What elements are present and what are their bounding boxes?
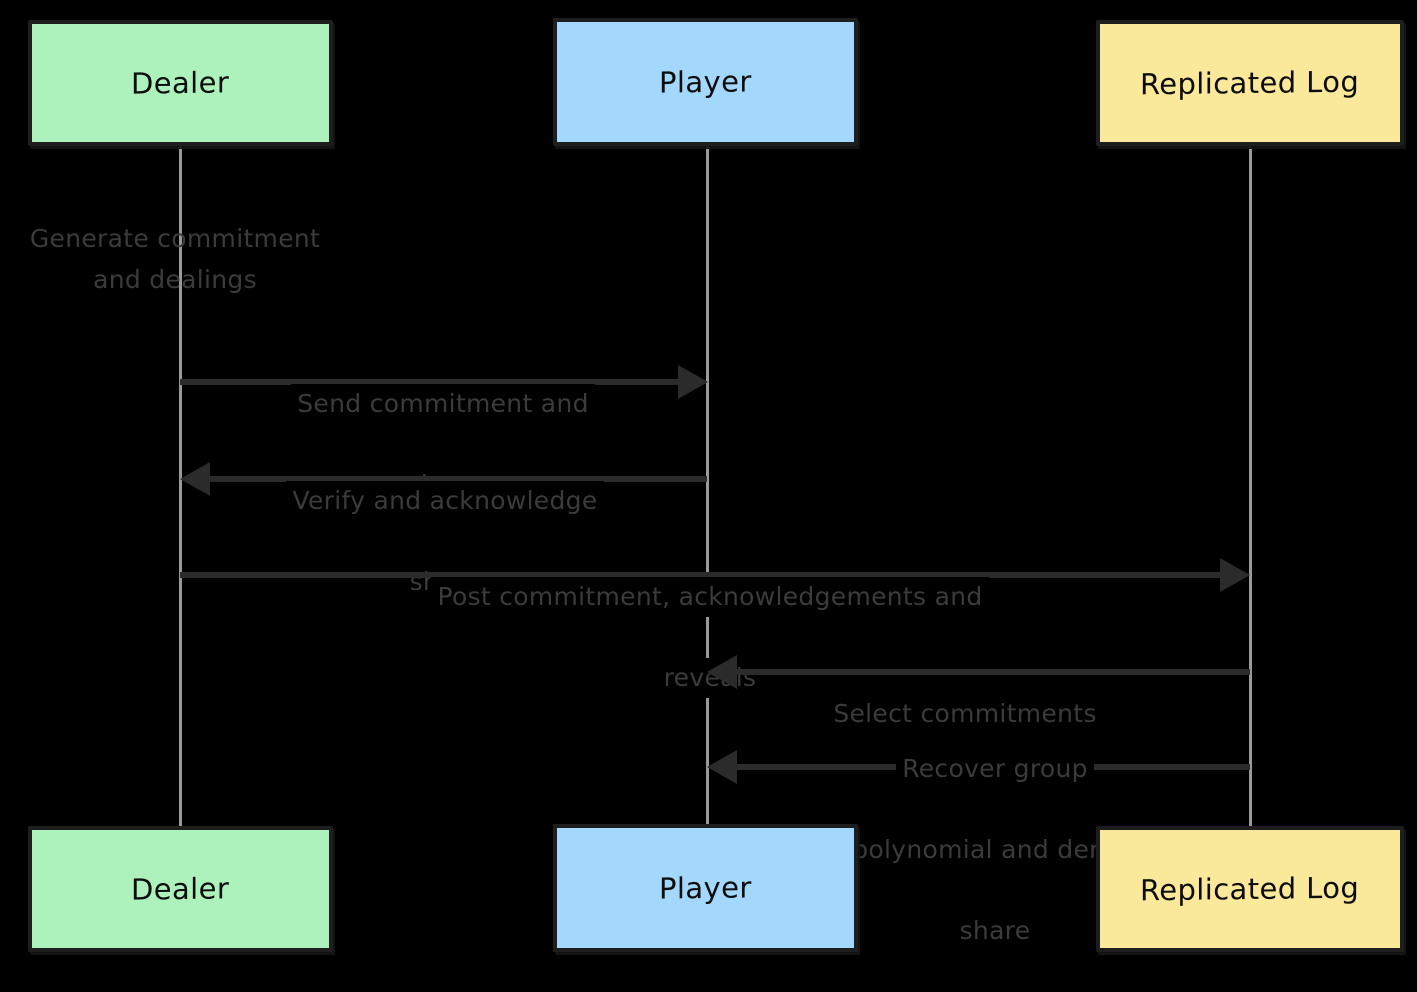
message-line-3: share <box>953 910 1037 951</box>
message-label-select-commitments: Select commitments <box>805 653 1125 775</box>
participant-box-log-top[interactable]: Replicated Log <box>1096 20 1404 146</box>
participant-box-player-bottom[interactable]: Player <box>553 824 858 952</box>
arrow-line <box>180 572 1220 578</box>
message-line-1: Post commitment, acknowledgements and <box>431 576 989 617</box>
participant-label-dealer-bottom: Dealer <box>131 871 230 907</box>
participant-box-log-bottom[interactable]: Replicated Log <box>1096 826 1404 952</box>
arrow-head-right <box>1220 558 1250 592</box>
lifeline-log <box>1249 146 1252 828</box>
message-label-generate-commitment: Generate commitment and dealings <box>10 219 340 300</box>
participant-label-dealer-top: Dealer <box>131 65 230 101</box>
arrow-head-left <box>707 655 737 689</box>
arrow-head-left <box>180 462 210 496</box>
lifeline-player <box>706 146 709 828</box>
message-line-1: Send commitment and <box>291 383 595 424</box>
message-line-1: Verify and acknowledge <box>286 480 604 521</box>
message-line-1: Recover group <box>896 748 1094 789</box>
message-label-post-commitment: Post commitment, acknowledgements and re… <box>380 536 1040 739</box>
participant-box-dealer-top[interactable]: Dealer <box>28 20 333 146</box>
participant-label-log-top: Replicated Log <box>1140 64 1360 102</box>
participant-label-player-bottom: Player <box>659 870 752 906</box>
arrow-line <box>737 669 1250 675</box>
message-line-1: Generate commitment <box>29 224 321 253</box>
participant-label-player-top: Player <box>659 64 752 100</box>
message-line-1: Select commitments <box>827 693 1103 734</box>
message-line-2: and dealings <box>93 264 257 294</box>
arrow-head-left <box>707 750 737 784</box>
participant-label-log-bottom: Replicated Log <box>1140 870 1360 908</box>
arrow-head-right <box>678 365 708 399</box>
arrow-line <box>180 379 678 385</box>
participant-box-player-top[interactable]: Player <box>553 18 858 146</box>
arrow-line <box>210 476 707 482</box>
participant-box-dealer-bottom[interactable]: Dealer <box>28 826 333 952</box>
